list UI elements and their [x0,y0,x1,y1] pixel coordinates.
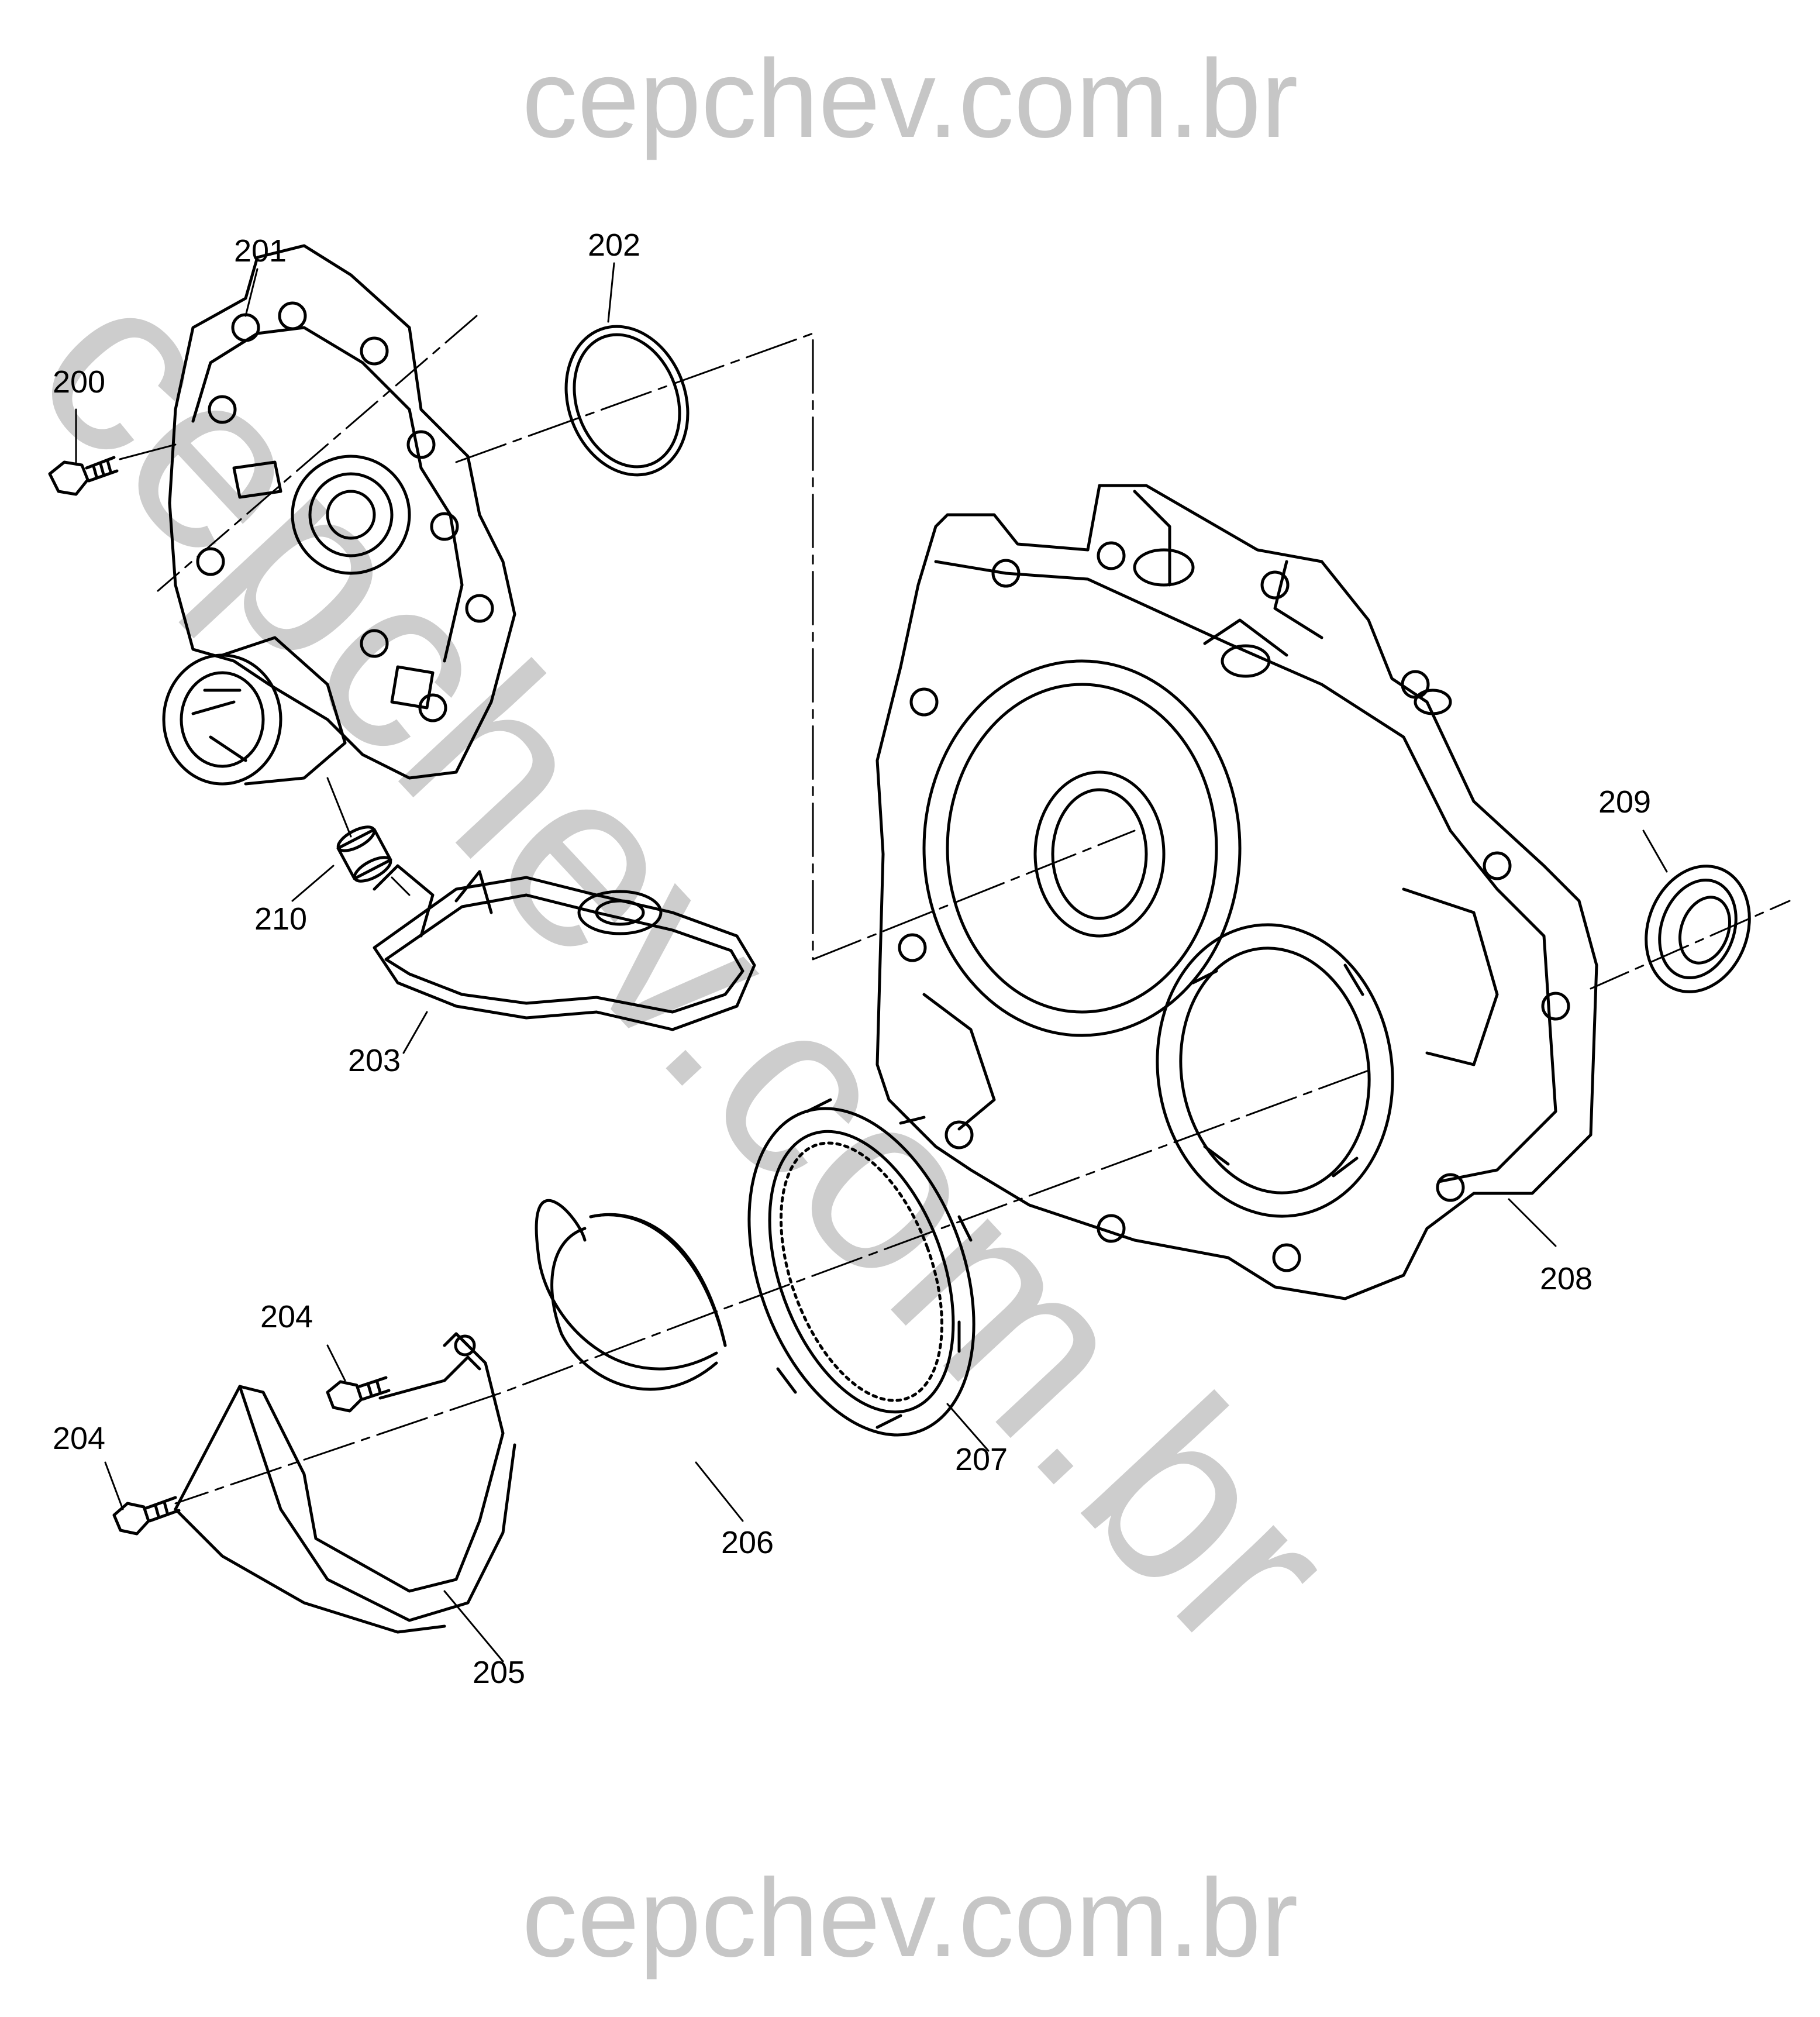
watermark-top: cepchev.com.br [522,37,1298,161]
part-208-transmission-case [875,484,1598,1300]
callout-200: 200 [52,364,106,400]
assembly-center-lines [157,315,1791,1505]
callout-203: 203 [347,1043,401,1078]
part-201-valve-body-cover [162,244,516,786]
callout-202: 202 [587,228,641,263]
callout-209: 209 [1598,784,1652,820]
callout-205: 205 [472,1655,526,1690]
part-209-axle-seal [1645,865,1751,993]
part-203-oil-filter [373,864,756,1031]
part-200-bolt [48,443,177,496]
callout-208: 208 [1539,1261,1593,1296]
part-204-bolt-upper [326,1376,391,1413]
part-210-bushing [336,825,392,883]
part-205-band [174,1332,516,1634]
callout-201: 201 [233,233,287,269]
callout-204-lower: 204 [52,1421,106,1456]
callout-204-upper: 204 [260,1299,313,1334]
callout-207: 207 [954,1442,1008,1477]
part-204-bolt-lower [112,1496,181,1536]
callout-210: 210 [254,901,308,937]
leader-lines [75,262,1668,1663]
part-206-snap-ring [535,1199,727,1391]
watermark-bottom: cepchev.com.br [522,1856,1298,1980]
part-207-ring-gear [747,1098,976,1437]
callout-206: 206 [721,1525,774,1560]
